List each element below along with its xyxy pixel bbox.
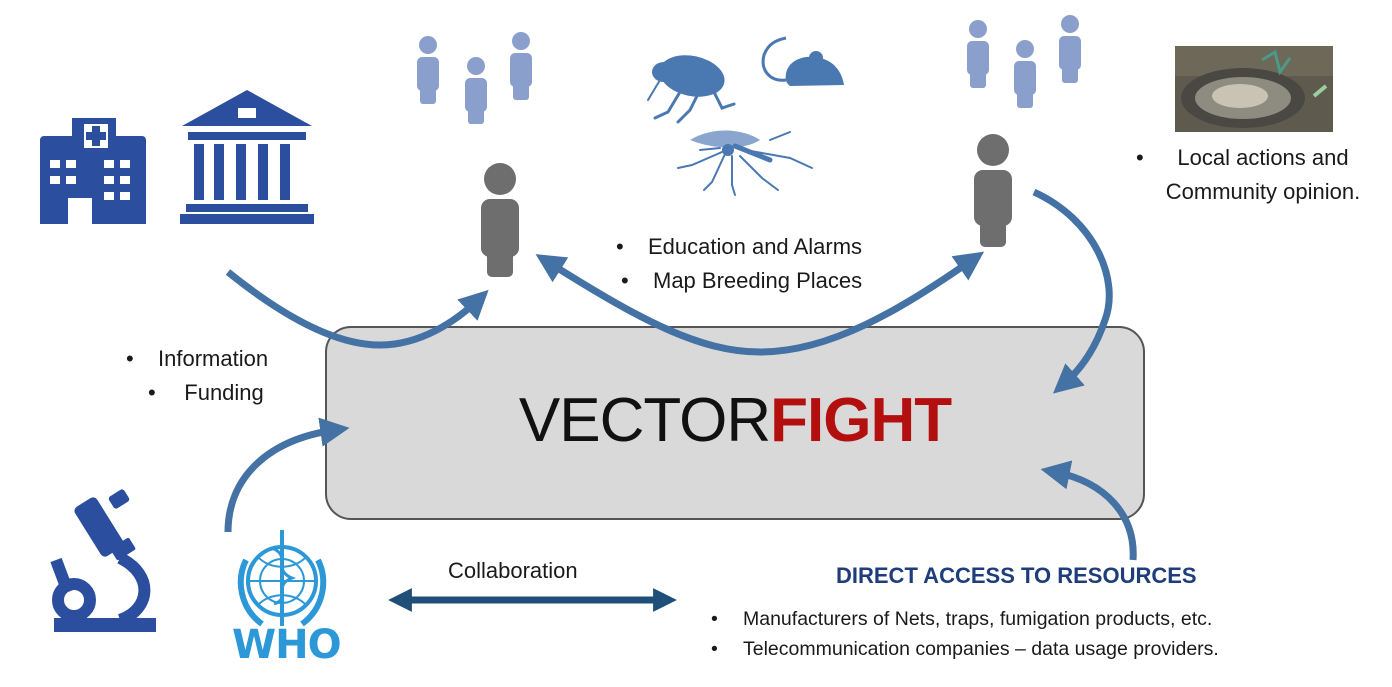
label-local-actions: Local actions and xyxy=(1177,145,1349,170)
arrow-resources-to-box xyxy=(1040,460,1137,561)
resources-list: Manufacturers of Nets, traps, fumigation… xyxy=(711,604,1219,664)
resource-item: Telecommunication companies – data usage… xyxy=(711,634,1219,664)
arrow-education-alarms xyxy=(535,251,985,356)
middle-labels: Education and Alarms Map Breeding Places xyxy=(616,230,862,298)
resource-item: Manufacturers of Nets, traps, fumigation… xyxy=(711,604,1219,634)
who-label: WHO xyxy=(232,622,342,668)
resources-title: DIRECT ACCESS TO RESOURCES xyxy=(836,563,1197,588)
people-group-icon xyxy=(967,15,1081,108)
hospital-icon xyxy=(40,118,146,224)
vectorfight-box: VECTORFIGHT xyxy=(325,326,1145,520)
tire-breeding-site-icon xyxy=(1175,46,1333,132)
mosquito-icon xyxy=(677,130,813,196)
label-education-alarms: Education and Alarms xyxy=(616,230,862,264)
label-information: Information xyxy=(126,342,268,376)
right-labels: • Local actions and Community opinion. xyxy=(1136,141,1378,209)
left-labels: Information Funding xyxy=(126,342,268,410)
government-building-icon xyxy=(180,90,314,224)
arrow-institutions-to-educator xyxy=(225,269,489,349)
person-icon xyxy=(481,163,519,277)
arrow-who-to-box xyxy=(224,417,350,533)
label-map-breeding-places: Map Breeding Places xyxy=(621,264,862,298)
vectorfight-title: VECTORFIGHT xyxy=(327,386,1143,456)
flea-icon xyxy=(647,55,736,124)
brand-vector: VECTOR xyxy=(518,386,771,455)
label-funding: Funding xyxy=(148,376,268,410)
people-group-icon xyxy=(417,32,532,124)
microscope-icon xyxy=(50,489,156,632)
mouse-icon xyxy=(761,36,844,86)
brand-fight: FIGHT xyxy=(770,386,952,455)
who-emblem-icon xyxy=(237,530,327,627)
person-icon xyxy=(974,134,1012,247)
collaboration-label: Collaboration xyxy=(448,558,578,583)
label-community-opinion: Community opinion. xyxy=(1165,179,1361,204)
bullet: • xyxy=(1136,145,1144,170)
arrow-local-actions xyxy=(1032,188,1113,394)
